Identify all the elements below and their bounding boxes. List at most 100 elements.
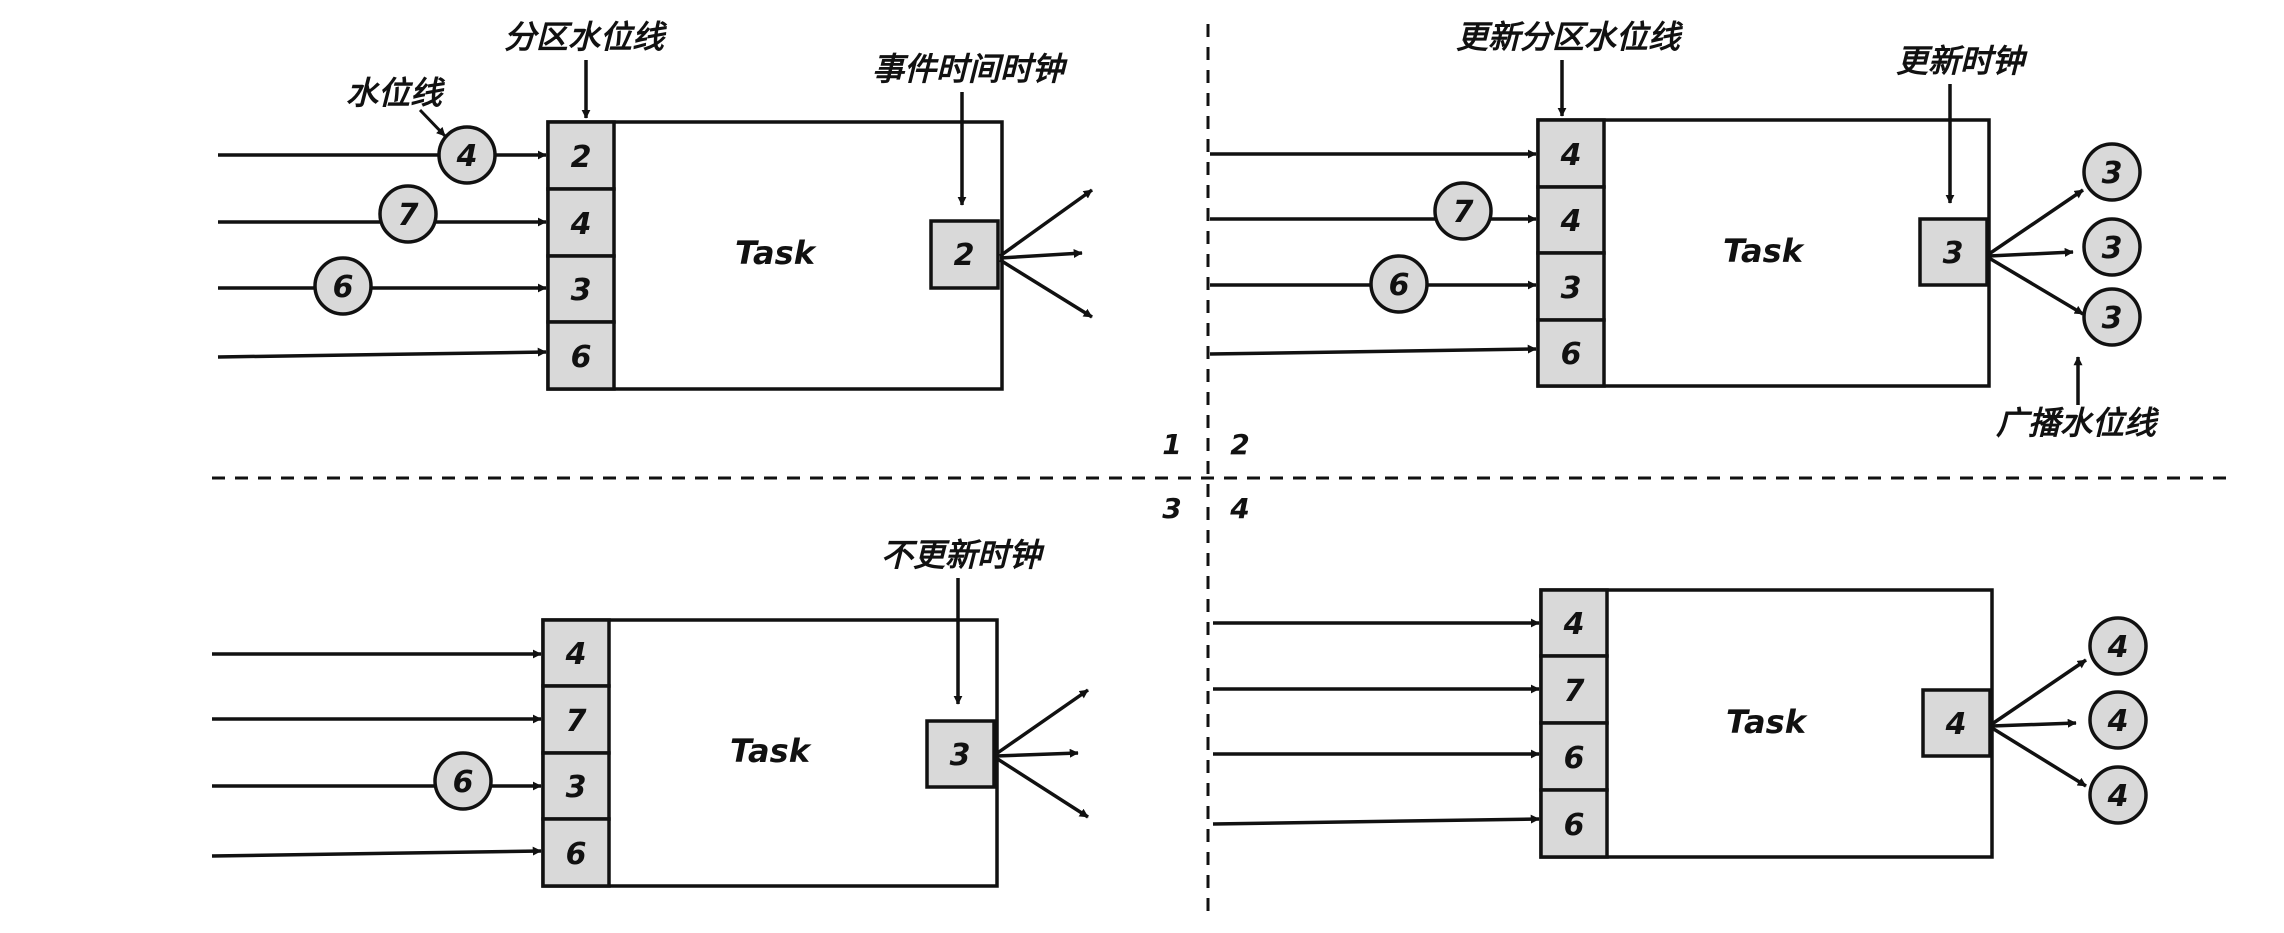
output-arrow [1991, 718, 2077, 728]
partition-watermark-box [1536, 318, 1606, 388]
output-arrow [995, 748, 1079, 758]
event-time-clock-value: 2 [954, 238, 975, 273]
partition-watermark-box [1539, 588, 1609, 658]
task-box [1539, 588, 1994, 859]
output-arrow [999, 249, 1083, 260]
watermark-circle-value: 7 [1453, 195, 1474, 230]
input-stream-arrow [1212, 814, 1540, 826]
partition-watermark-value: 3 [566, 770, 587, 805]
partition-watermark-box [541, 817, 611, 888]
output-arrow [1988, 256, 2084, 316]
watermark-circle-value: 6 [453, 765, 474, 800]
broadcast-watermark-circle [2088, 616, 2148, 676]
partition-watermark-box [1536, 251, 1606, 322]
broadcast-watermark-circle [2082, 287, 2142, 347]
watermark-label-arrow [418, 108, 447, 138]
partition-watermark-box [541, 684, 611, 755]
partition-watermark-value: 6 [1561, 337, 1582, 372]
broadcast-watermark-value: 3 [2102, 231, 2123, 266]
broadcast-watermark-circle [2088, 690, 2148, 750]
update-clock-label: 更新时钟 [1896, 42, 2028, 80]
event-time-clock-box [929, 219, 1000, 290]
update-partition-watermark-label: 更新分区水位线 [1456, 18, 1684, 56]
event-time-clock-value: 3 [950, 738, 971, 773]
watermark-circle-value: 6 [333, 270, 354, 305]
partition-watermark-value: 6 [571, 340, 592, 375]
partition-watermark-value: 6 [566, 837, 587, 872]
event-time-clock-box [1921, 688, 1992, 758]
partition-watermark-value: 2 [571, 140, 592, 175]
output-arrow [995, 688, 1089, 756]
task-box [546, 120, 1004, 391]
output-arrow [1991, 726, 2087, 788]
watermark-circle [433, 751, 493, 811]
watermark-circle-value: 4 [456, 139, 478, 174]
partition-watermark-value: 6 [1564, 808, 1585, 843]
partition-watermark-box [1539, 654, 1609, 725]
panel-3: Task 4 7 3 6 6 3 不更新时钟 [211, 536, 1089, 888]
watermark-circle-value: 7 [398, 198, 419, 233]
output-arrow [995, 756, 1089, 819]
input-stream-arrow [211, 846, 542, 858]
watermark-circle [437, 125, 497, 185]
output-arrow [1991, 658, 2087, 726]
watermark-circle [1433, 181, 1493, 241]
task-label: Task [730, 732, 812, 770]
broadcast-watermark-value: 4 [2107, 704, 2129, 739]
output-arrow [998, 188, 1094, 258]
broadcast-watermark-circle [2088, 765, 2148, 825]
task-label: Task [1726, 703, 1808, 741]
partition-watermark-box [546, 187, 616, 258]
partition-watermark-box [541, 751, 611, 821]
partition-watermark-value: 3 [1561, 271, 1582, 306]
broadcast-watermark-circle [2082, 142, 2142, 202]
input-stream-arrow [1209, 344, 1537, 356]
panel-2: Task 4 4 3 6 7 6 3 3 3 3 更新分区水位线 更新时钟 广 [1209, 18, 2160, 442]
partition-watermark-value: 4 [1560, 204, 1582, 239]
watermark-circle [1369, 254, 1429, 314]
partition-watermark-value: 3 [571, 273, 592, 308]
partition-watermark-label: 分区水位线 [504, 18, 668, 56]
panel-1: Task 2 4 3 6 4 7 6 2 水位线 分区水位线 事件时间时钟 [217, 18, 1094, 391]
broadcast-watermark-value: 3 [2102, 301, 2123, 336]
partition-watermark-value: 4 [1560, 138, 1582, 173]
event-time-clock-box [1918, 217, 1989, 287]
panel-number-1: 1 [1162, 428, 1181, 461]
output-arrow [999, 258, 1093, 319]
event-time-clock-box [925, 719, 996, 789]
task-label: Task [735, 234, 817, 272]
partition-watermark-box [1536, 118, 1606, 189]
partition-watermark-value: 4 [565, 637, 587, 672]
watermark-circle [378, 184, 438, 244]
partition-watermark-box [1539, 788, 1609, 859]
watermark-circle [313, 256, 373, 316]
partition-watermark-value: 6 [1564, 741, 1585, 776]
partition-watermark-value: 7 [1564, 674, 1585, 709]
partition-watermark-box [546, 254, 616, 324]
panel-number-3: 3 [1162, 492, 1181, 525]
input-stream-arrow [217, 347, 547, 359]
event-time-clock-label: 事件时间时钟 [872, 50, 1068, 88]
partition-watermark-value: 7 [566, 704, 587, 739]
no-update-clock-label: 不更新时钟 [881, 536, 1045, 574]
broadcast-watermark-circle [2082, 217, 2142, 277]
broadcast-watermark-value: 3 [2102, 156, 2123, 191]
broadcast-watermark-value: 4 [2107, 630, 2129, 665]
event-time-clock-value: 3 [1943, 236, 1964, 271]
watermark-circle-value: 6 [1389, 268, 1410, 303]
broadcast-watermark-value: 4 [2107, 779, 2129, 814]
partition-watermark-box [546, 320, 616, 391]
panel-number-2: 2 [1230, 428, 1249, 461]
task-label: Task [1723, 232, 1805, 270]
watermark-label: 水位线 [346, 74, 446, 112]
partition-watermark-value: 4 [1563, 607, 1585, 642]
panel-4: Task 4 7 6 6 4 4 4 4 [1212, 588, 2148, 859]
partition-watermark-value: 4 [570, 207, 592, 242]
broadcast-watermark-label: 广播水位线 [1996, 404, 2160, 442]
output-arrow [1988, 188, 2084, 256]
partition-watermark-box [1536, 185, 1606, 255]
partition-watermark-box [541, 618, 611, 688]
event-time-clock-value: 4 [1945, 707, 1967, 742]
panel-number-4: 4 [1229, 492, 1249, 525]
